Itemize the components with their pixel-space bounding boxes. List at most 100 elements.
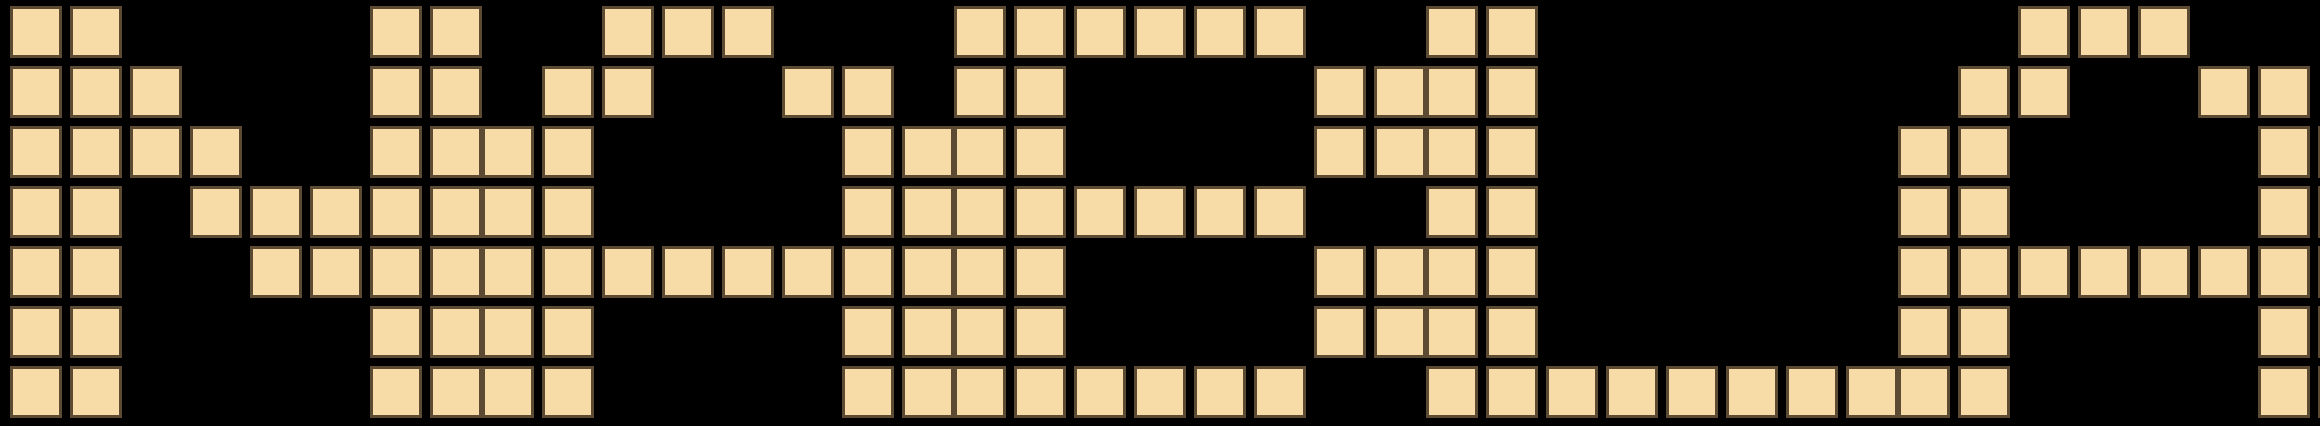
- letter-block: [370, 246, 422, 298]
- letter-block: [1014, 366, 1066, 418]
- letter-n-1: [10, 0, 490, 426]
- letter-block: [1958, 66, 2010, 118]
- letter-block: [1254, 6, 1306, 58]
- letter-block: [954, 186, 1006, 238]
- letter-block: [2018, 6, 2070, 58]
- letter-block: [2078, 6, 2130, 58]
- letter-block: [370, 6, 422, 58]
- letter-block: [954, 6, 1006, 58]
- letter-block: [2258, 186, 2310, 238]
- letter-block: [1486, 126, 1538, 178]
- letter-block: [542, 126, 594, 178]
- letter-block: [430, 246, 482, 298]
- letter-block: [482, 306, 534, 358]
- letter-block: [1486, 66, 1538, 118]
- letter-block: [250, 246, 302, 298]
- letter-block: [2258, 366, 2310, 418]
- letter-block: [1898, 186, 1950, 238]
- letter-block: [430, 66, 482, 118]
- letter-a-5: [1898, 0, 2320, 426]
- letter-block: [1374, 246, 1426, 298]
- letter-block: [1958, 126, 2010, 178]
- letter-block: [1014, 186, 1066, 238]
- letter-block: [1134, 366, 1186, 418]
- letter-block: [1314, 66, 1366, 118]
- letter-block: [430, 186, 482, 238]
- banner-word: NABLA: [0, 0, 1, 1]
- letter-block: [70, 6, 122, 58]
- letter-block: [662, 246, 714, 298]
- letter-block: [1194, 186, 1246, 238]
- letter-block: [1546, 366, 1598, 418]
- letter-block: [1014, 306, 1066, 358]
- letter-block: [1898, 306, 1950, 358]
- letter-block: [1846, 366, 1898, 418]
- letter-block: [954, 66, 1006, 118]
- letter-block: [722, 246, 774, 298]
- letter-block: [310, 186, 362, 238]
- letter-block: [10, 366, 62, 418]
- letter-block: [1314, 126, 1366, 178]
- letter-block: [2318, 366, 2320, 418]
- letter-block: [2138, 246, 2190, 298]
- letter-block: [482, 246, 534, 298]
- letter-block: [1014, 6, 1066, 58]
- letter-block: [70, 246, 122, 298]
- letter-block: [602, 66, 654, 118]
- letter-block: [954, 246, 1006, 298]
- letter-block: [1134, 6, 1186, 58]
- letter-block: [130, 66, 182, 118]
- letter-block: [1958, 186, 2010, 238]
- letter-block: [542, 366, 594, 418]
- letter-block: [370, 126, 422, 178]
- letter-block: [1958, 306, 2010, 358]
- letter-block: [1426, 306, 1478, 358]
- letter-block: [782, 66, 834, 118]
- letter-block: [1666, 366, 1718, 418]
- letter-block: [1958, 366, 2010, 418]
- letter-block: [1486, 6, 1538, 58]
- letter-block: [602, 6, 654, 58]
- letter-block: [482, 126, 534, 178]
- letter-block: [842, 186, 894, 238]
- letter-block: [842, 126, 894, 178]
- letter-block: [2078, 246, 2130, 298]
- letter-block: [1134, 186, 1186, 238]
- letter-block: [1898, 246, 1950, 298]
- letter-block: [10, 246, 62, 298]
- letter-block: [1786, 366, 1838, 418]
- letter-block: [10, 6, 62, 58]
- letter-block: [1486, 306, 1538, 358]
- letter-block: [542, 186, 594, 238]
- letter-block: [1426, 6, 1478, 58]
- letter-block: [542, 246, 594, 298]
- letter-block: [782, 246, 834, 298]
- letter-block: [602, 246, 654, 298]
- letter-block: [70, 366, 122, 418]
- letter-block: [2318, 186, 2320, 238]
- letter-block: [1426, 66, 1478, 118]
- letter-block: [1898, 366, 1950, 418]
- letter-block: [70, 126, 122, 178]
- letter-block: [902, 306, 954, 358]
- letter-block: [1254, 366, 1306, 418]
- letter-block: [842, 66, 894, 118]
- letter-block: [722, 6, 774, 58]
- letter-block: [842, 246, 894, 298]
- letter-l-4: [1426, 0, 1906, 426]
- letter-a-2: [482, 0, 962, 426]
- letter-block: [430, 126, 482, 178]
- letter-block: [370, 66, 422, 118]
- letter-block: [902, 126, 954, 178]
- letter-block: [1426, 126, 1478, 178]
- letter-block: [954, 366, 1006, 418]
- letter-block: [1254, 186, 1306, 238]
- letter-block: [10, 66, 62, 118]
- letter-block: [370, 186, 422, 238]
- letter-block: [2198, 66, 2250, 118]
- letter-block: [250, 186, 302, 238]
- letter-block: [1374, 66, 1426, 118]
- letter-block: [370, 306, 422, 358]
- letter-block: [1014, 246, 1066, 298]
- letter-block: [542, 306, 594, 358]
